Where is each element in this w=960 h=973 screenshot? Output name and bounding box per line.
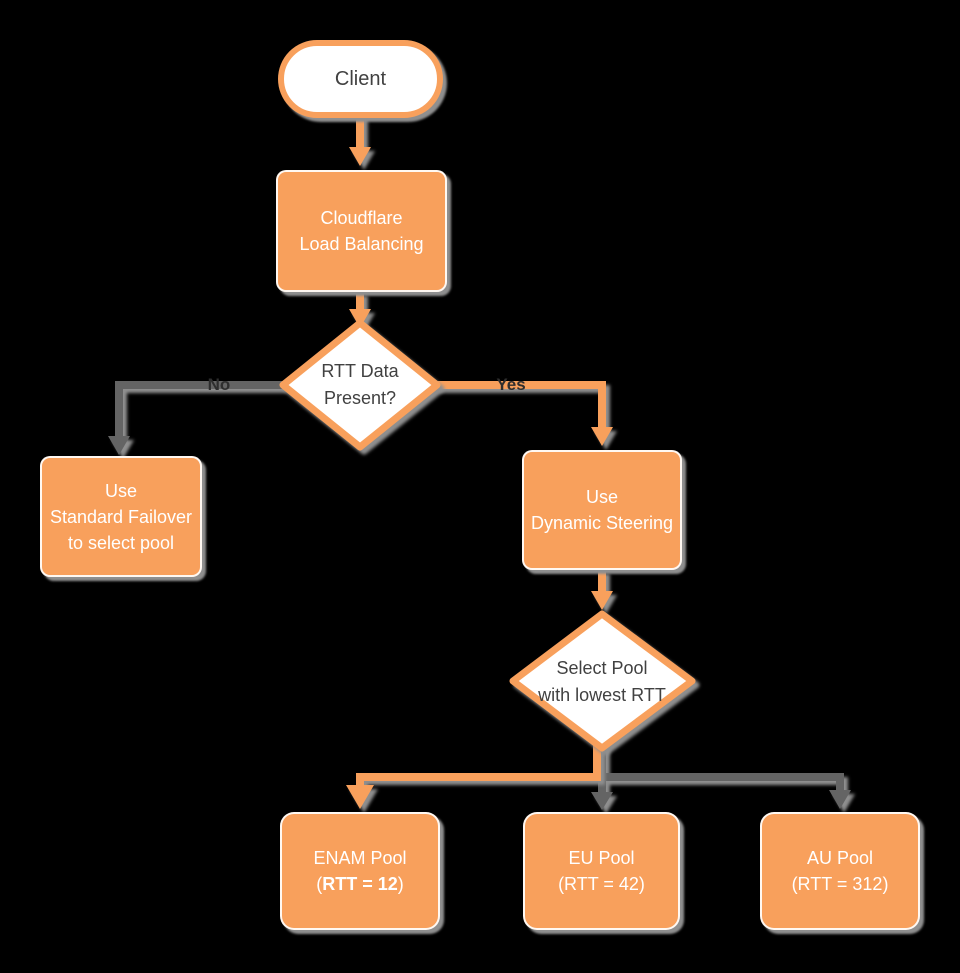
eu-pool-label: EU Pool (RTT = 42) — [558, 845, 645, 897]
arrowhead-lb-to-decision — [349, 309, 371, 328]
enam-pool-title: ENAM Pool — [313, 848, 407, 868]
au-pool-title: AU Pool — [806, 848, 874, 868]
standard-failover-label: Use Standard Failover to select pool — [49, 480, 193, 553]
arrowhead-au-branch — [829, 790, 851, 809]
enam-pool-label: ENAM Pool (RTT = 12) — [313, 845, 406, 897]
enam-pool-node: ENAM Pool (RTT = 12) — [280, 812, 440, 930]
dynamic-steering-node: Use Dynamic Steering — [522, 450, 682, 570]
rtt-decision-diamond — [279, 319, 441, 451]
arrowhead-steering-to-decision — [591, 591, 613, 610]
edge-no-branch — [115, 381, 283, 436]
standard-failover-node: Use Standard Failover to select pool — [40, 456, 202, 577]
pool-decision-diamond — [509, 610, 696, 752]
arrowhead-yes-branch — [591, 427, 613, 446]
au-pool-node: AU Pool (RTT = 312) — [760, 812, 920, 930]
eu-pool-detail: (RTT = 42) — [558, 874, 645, 894]
arrowhead-enam-branch — [346, 785, 374, 809]
arrowhead-eu-branch — [591, 792, 613, 810]
no-edge-label: No — [207, 375, 231, 394]
eu-pool-title: EU Pool — [568, 848, 635, 868]
arrowhead-client-to-lb — [349, 147, 371, 166]
client-label: Client — [334, 67, 387, 90]
decision-shapes — [279, 319, 696, 752]
edge-enam-branch — [356, 744, 601, 786]
load-balancer-node: Cloudflare Load Balancing — [276, 170, 447, 292]
dynamic-steering-label: Use Dynamic Steering — [530, 487, 674, 533]
edge-au-branch — [602, 773, 844, 791]
load-balancer-label: Cloudflare Load Balancing — [299, 208, 424, 254]
edge-group-orange — [346, 112, 613, 809]
yes-edge-label: Yes — [496, 375, 526, 394]
enam-pool-detail: (RTT = 12) — [316, 874, 404, 894]
edge-group-gray — [108, 381, 851, 810]
eu-pool-node: EU Pool (RTT = 42) — [523, 812, 680, 930]
edge-yes-branch — [434, 381, 606, 428]
enam-pool-rtt-value: RTT = 12 — [322, 874, 398, 894]
au-pool-label: AU Pool (RTT = 312) — [792, 845, 889, 897]
au-pool-detail: (RTT = 312) — [791, 874, 889, 894]
arrowhead-no-branch — [108, 436, 130, 455]
client-node: Client — [278, 40, 443, 118]
